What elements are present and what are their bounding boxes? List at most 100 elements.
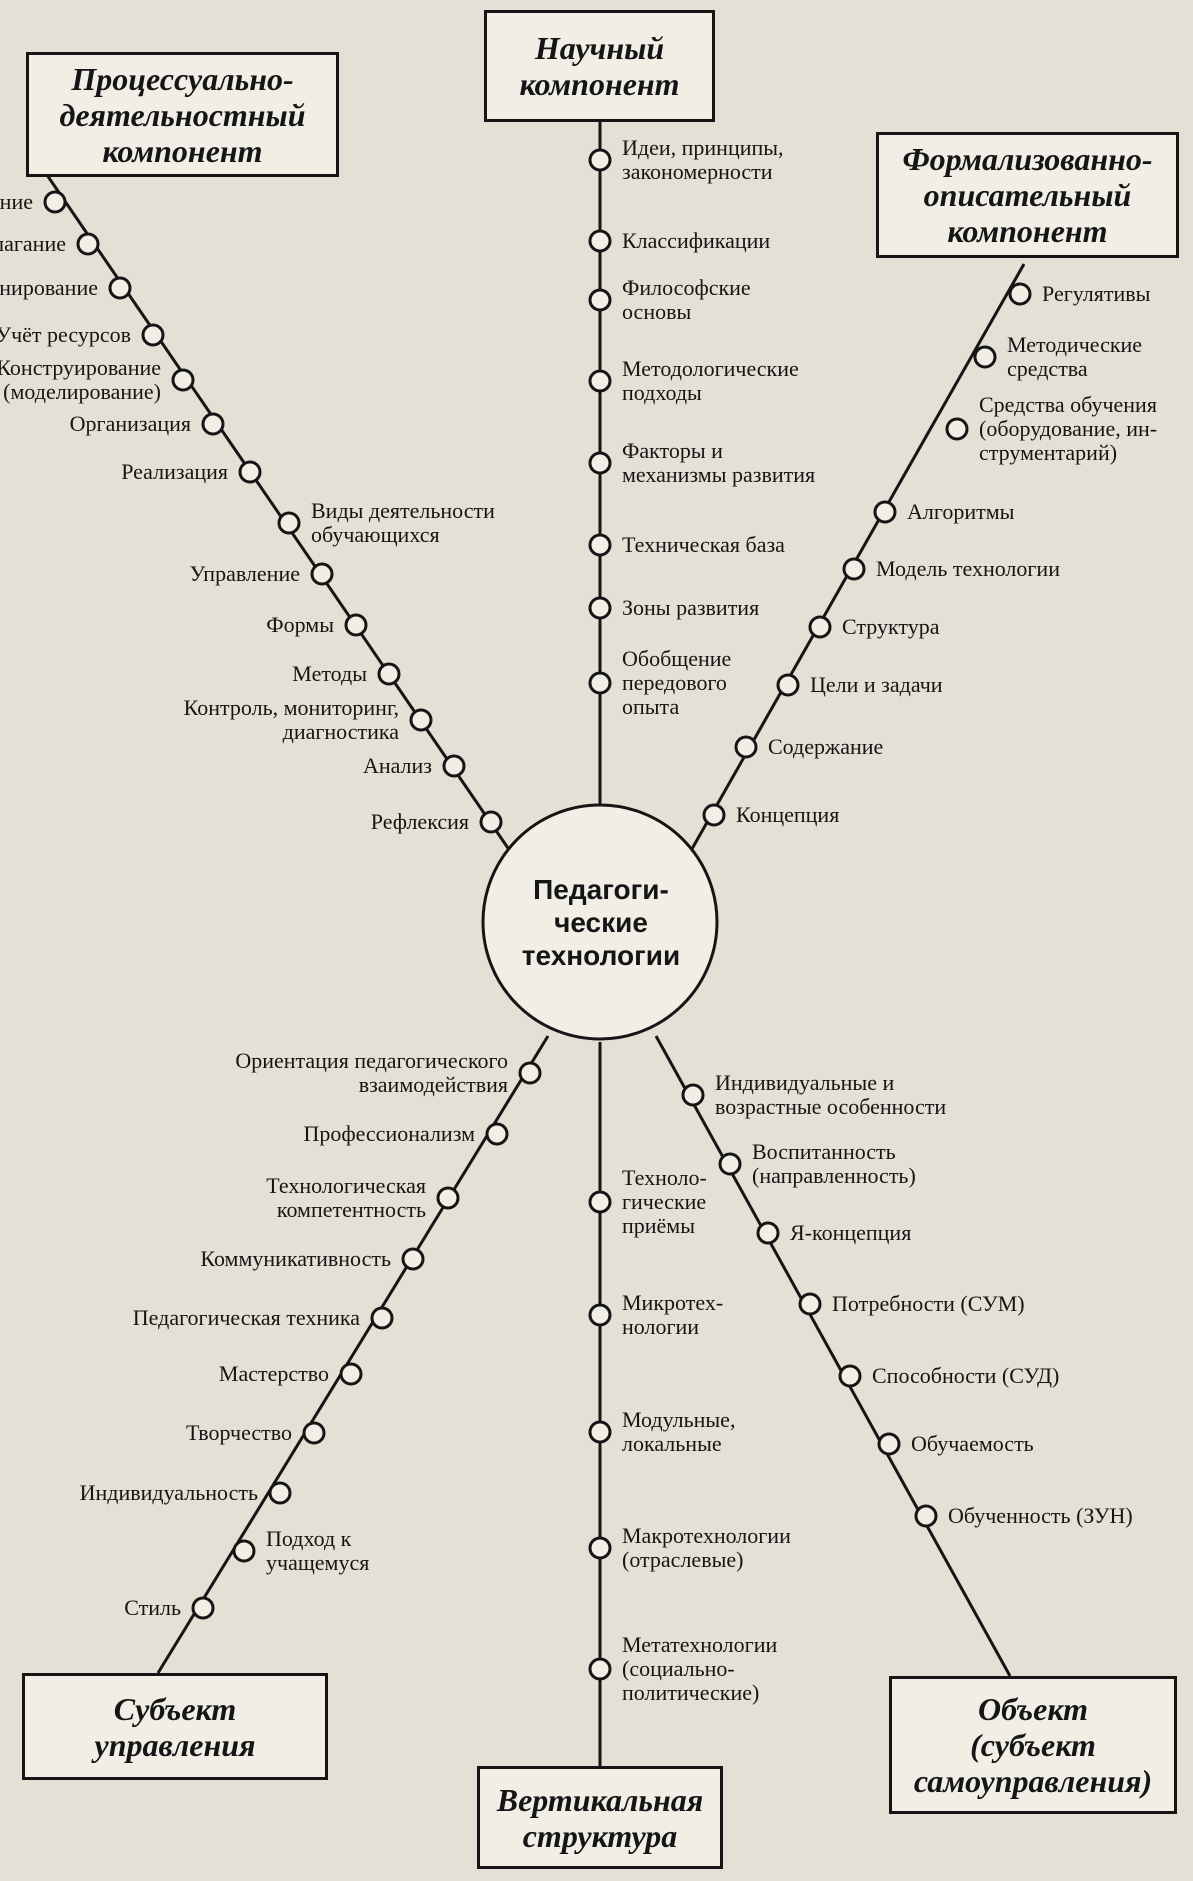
process-node [201,412,225,436]
scientific-label: Техническая база [622,532,785,557]
process-label: Планирование [0,275,98,300]
formal-node [842,557,866,581]
formal-node [734,735,758,759]
subject-node [518,1061,542,1085]
formal-node [945,417,969,441]
process-label: Управление [190,561,300,586]
subject-label: Творчество [186,1420,292,1445]
center-title: Педагоги- ческие технологии [521,873,681,971]
process-label: Формы [266,612,334,637]
process-label: Контроль, мониторинг,диагностика [184,695,400,744]
formal-component-box: Формализованно- описательный компонент [876,132,1179,258]
process-node [238,460,262,484]
object-box: Объект (субъект самоуправления) [889,1676,1177,1814]
object-node [681,1083,705,1107]
formal-node [808,615,832,639]
formal-label: Алгоритмы [907,499,1015,524]
object-node [718,1152,742,1176]
process-component-box: Процессуально- деятельностный компонент [26,52,339,177]
vertical-node [588,1657,612,1681]
vertical-node [588,1303,612,1327]
process-node [171,368,195,392]
process-node [409,708,433,732]
process-label: Учёт ресурсов [0,322,131,347]
process-label: Рефлексия [371,809,469,834]
object-axis-line [654,1035,1012,1677]
vertical-label: Модульные,локальные [622,1407,735,1456]
scientific-label: Идеи, принципы,закономерности [622,135,784,184]
subject-node [268,1481,292,1505]
formal-node [1008,282,1032,306]
subject-label: Мастерство [219,1361,329,1386]
process-node [344,613,368,637]
vertical-node [588,1420,612,1444]
vertical-node [588,1536,612,1560]
process-node [277,511,301,535]
scientific-node [588,596,612,620]
process-label: Содержание [0,189,33,214]
formal-node [873,500,897,524]
vertical-label: Метатехнологии(социально-политические) [622,1632,777,1705]
process-label: Конструирование(моделирование) [0,355,161,404]
scientific-node [588,671,612,695]
process-node [377,662,401,686]
subject-label: Индивидуальность [80,1480,258,1505]
object-label: Я-концепция [790,1220,911,1245]
process-label: Анализ [363,753,432,778]
process-node [479,810,503,834]
object-label: Способности (СУД) [872,1363,1059,1388]
process-label: Методы [292,661,367,686]
formal-label: Структура [842,614,940,639]
subject-label: Стиль [124,1595,181,1620]
process-node [108,276,132,300]
object-node [914,1504,938,1528]
object-node [756,1221,780,1245]
process-node [76,232,100,256]
subject-node [370,1306,394,1330]
center-circle [481,803,719,1041]
object-label: Обучаемость [911,1431,1034,1456]
process-label: Целеполагание [0,231,66,256]
vertical-structure-box: Вертикальная структура [477,1766,723,1869]
object-node [877,1432,901,1456]
object-label: Потребности (СУМ) [832,1291,1025,1316]
vertical-label: Микротех-нологии [622,1290,723,1339]
subject-node [436,1186,460,1210]
subject-node [191,1596,215,1620]
formal-label: Модель технологии [876,556,1060,581]
subject-label: Профессионализм [303,1121,475,1146]
scientific-node [588,369,612,393]
formal-label: Цели и задачи [810,672,943,697]
subject-node [401,1247,425,1271]
process-node [43,190,67,214]
formal-node [776,673,800,697]
object-node [798,1292,822,1316]
formal-node [973,345,997,369]
formal-node [702,803,726,827]
process-label: Реализация [121,459,228,484]
object-node [838,1364,862,1388]
subject-node [302,1421,326,1445]
object-label: Обученность (ЗУН) [948,1503,1133,1528]
vertical-label: Макротехнологии(отраслевые) [622,1523,791,1572]
subject-node [485,1122,509,1146]
formal-label: Концепция [736,802,839,827]
formal-label: Средства обучения(оборудование, ин-струм… [979,392,1157,465]
subject-label: Педагогическая техника [133,1305,360,1330]
subject-axis-line [156,1035,550,1674]
formal-label: Содержание [768,734,883,759]
object-label: Воспитанность(направленность) [752,1139,916,1188]
subject-label: Коммуникативность [200,1246,391,1271]
process-label: Организация [70,411,191,436]
